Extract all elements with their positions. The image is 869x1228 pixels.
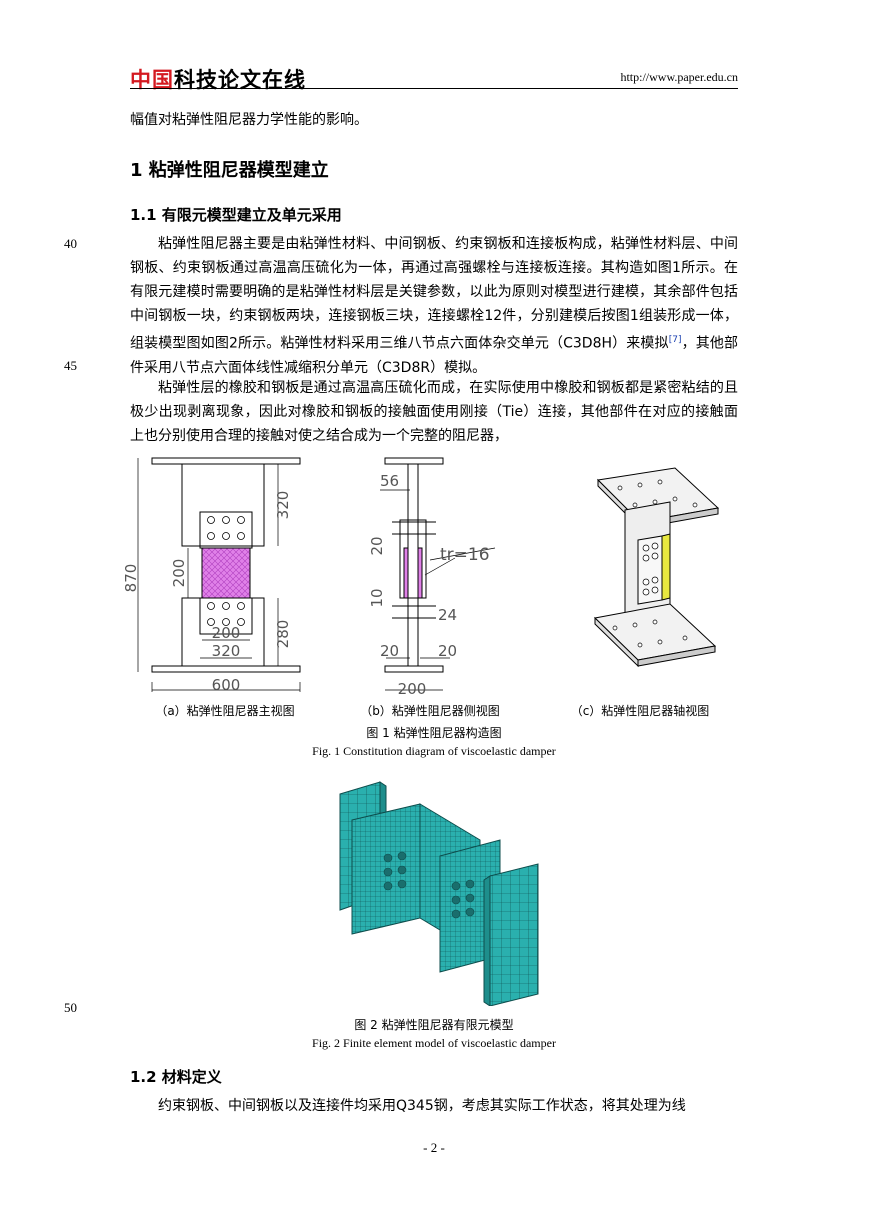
line-number: 40 <box>64 236 77 251</box>
paragraph-contact: 粘弹性层的橡胶和钢板是通过高温高压硫化而成，在实际使用中橡胶和钢板都是紧密粘结的… <box>130 380 738 444</box>
section-heading-1-2: 1.2 材料定义 <box>130 1068 222 1086</box>
header-url[interactable]: http://www.paper.edu.cn <box>620 70 738 84</box>
section-heading-1-1: 1.1 有限元模型建立及单元采用 <box>130 206 342 224</box>
journal-logo: 中国科技论文在线 <box>130 68 306 92</box>
figure-1b-label: （b）粘弹性阻尼器侧视图 <box>360 704 500 718</box>
figure-1-drawings: 870 320 200 280 200 320 600 56 20 tr=16 … <box>122 457 720 698</box>
dim-320: 320 <box>274 491 292 520</box>
line-number: 50 <box>64 1000 77 1015</box>
dim-24: 24 <box>438 606 457 624</box>
dim-tr16: tr=16 <box>440 545 490 565</box>
dim-20-right: 20 <box>438 642 457 660</box>
line-number: 45 <box>64 358 77 373</box>
dim-20-top: 20 <box>368 536 386 555</box>
dim-600: 600 <box>212 676 241 694</box>
dim-200: 200 <box>170 559 188 588</box>
dim-200-width: 200 <box>212 624 241 642</box>
paragraph-modeling: 粘弹性阻尼器主要是由粘弹性材料、中间钢板、约束钢板和连接板构成，粘弹性材料层、中… <box>130 236 738 376</box>
dim-320-width: 320 <box>212 642 241 660</box>
dim-20-left: 20 <box>380 642 399 660</box>
header-rule <box>130 88 738 89</box>
paragraph-intro-tail: 幅值对粘弹性阻尼器力学性能的影响。 <box>130 112 368 128</box>
figure-1-caption-cn: 图 1 粘弹性阻尼器构造图 <box>366 726 502 740</box>
dim-280: 280 <box>274 620 292 649</box>
dim-10: 10 <box>368 588 386 607</box>
dim-200-side: 200 <box>398 680 427 698</box>
dim-870: 870 <box>122 564 140 593</box>
figure-1-caption-en: Fig. 1 Constitution diagram of viscoelas… <box>312 744 556 758</box>
dim-56: 56 <box>380 472 399 490</box>
paragraph-materials: 约束钢板、中间钢板以及连接件均采用Q345钢，考虑其实际工作状态，将其处理为线 <box>158 1098 686 1114</box>
front-view-drawing <box>137 457 301 692</box>
axonometric-view-drawing <box>593 467 720 668</box>
citation-link[interactable]: [7] <box>668 335 682 345</box>
section-heading-1: 1 粘弹性阻尼器模型建立 <box>130 160 329 181</box>
figure-1a-label: （a）粘弹性阻尼器主视图 <box>155 704 295 718</box>
figure-2-caption-cn: 图 2 粘弹性阻尼器有限元模型 <box>354 1018 514 1032</box>
figure-1c-label: （c）粘弹性阻尼器轴视图 <box>570 704 710 718</box>
page-number: - 2 - <box>423 1140 445 1155</box>
side-view-drawing <box>380 457 496 691</box>
figure-2-caption-en: Fig. 2 Finite element model of viscoelas… <box>312 1036 556 1050</box>
figure-2-fe-model <box>339 781 539 1006</box>
